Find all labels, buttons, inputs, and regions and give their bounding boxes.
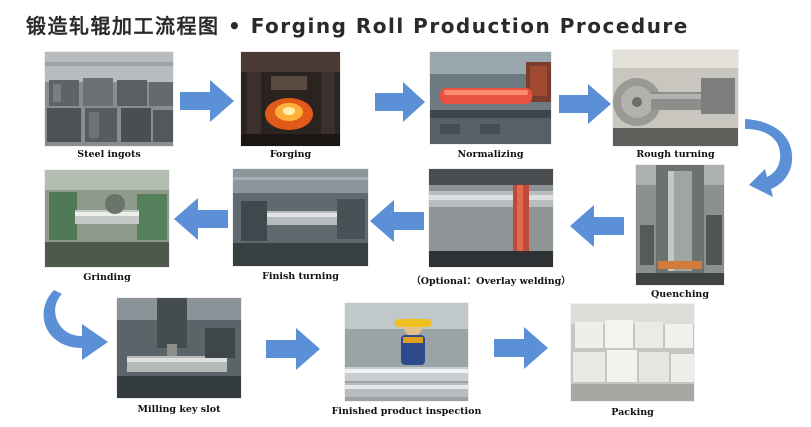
- page-title: 锻造轧辊加工流程图 • Forging Roll Production Proc…: [26, 14, 689, 38]
- photo-steel-ingots: [45, 52, 173, 146]
- caption-finished-inspection: Finished product inspection: [331, 406, 482, 417]
- caption-quenching: Quenching: [651, 289, 709, 300]
- photo-packing: [571, 304, 694, 401]
- caption-rough-turning: Rough turning: [636, 149, 715, 160]
- caption-finish-turning: Finish turning: [262, 271, 339, 282]
- caption-steel-ingots: Steel ingots: [77, 149, 141, 160]
- caption-milling-key-slot: Milling key slot: [137, 404, 221, 415]
- arrow-right-icon: [180, 80, 234, 122]
- photo-finished-inspection: [345, 303, 468, 401]
- photo-finish-turning: [233, 169, 368, 266]
- caption-packing: Packing: [611, 407, 654, 418]
- arrow-right-icon: [494, 327, 548, 369]
- arrow-left-icon: [370, 200, 424, 242]
- caption-grinding: Grinding: [83, 272, 131, 283]
- arrow-right-icon: [266, 328, 320, 370]
- photo-normalizing: [430, 52, 551, 144]
- photo-overlay-welding: [429, 169, 553, 267]
- arrow-left-icon: [174, 198, 228, 240]
- arrow-right-icon: [559, 84, 611, 124]
- caption-forging: Forging: [269, 149, 312, 160]
- arrow-left-icon: [570, 205, 624, 247]
- photo-rough-turning: [613, 50, 738, 146]
- photo-quenching: [636, 165, 724, 285]
- curved-arrow-down-icon: [739, 115, 797, 197]
- caption-normalizing: Normalizing: [457, 149, 524, 160]
- curved-arrow-down-icon: [40, 290, 108, 360]
- photo-grinding: [45, 170, 169, 267]
- photo-milling-key-slot: [117, 298, 241, 398]
- caption-overlay-welding: （Optional：Overlay welding）: [411, 276, 571, 287]
- arrow-right-icon: [375, 82, 425, 122]
- photo-forging: [241, 52, 340, 146]
